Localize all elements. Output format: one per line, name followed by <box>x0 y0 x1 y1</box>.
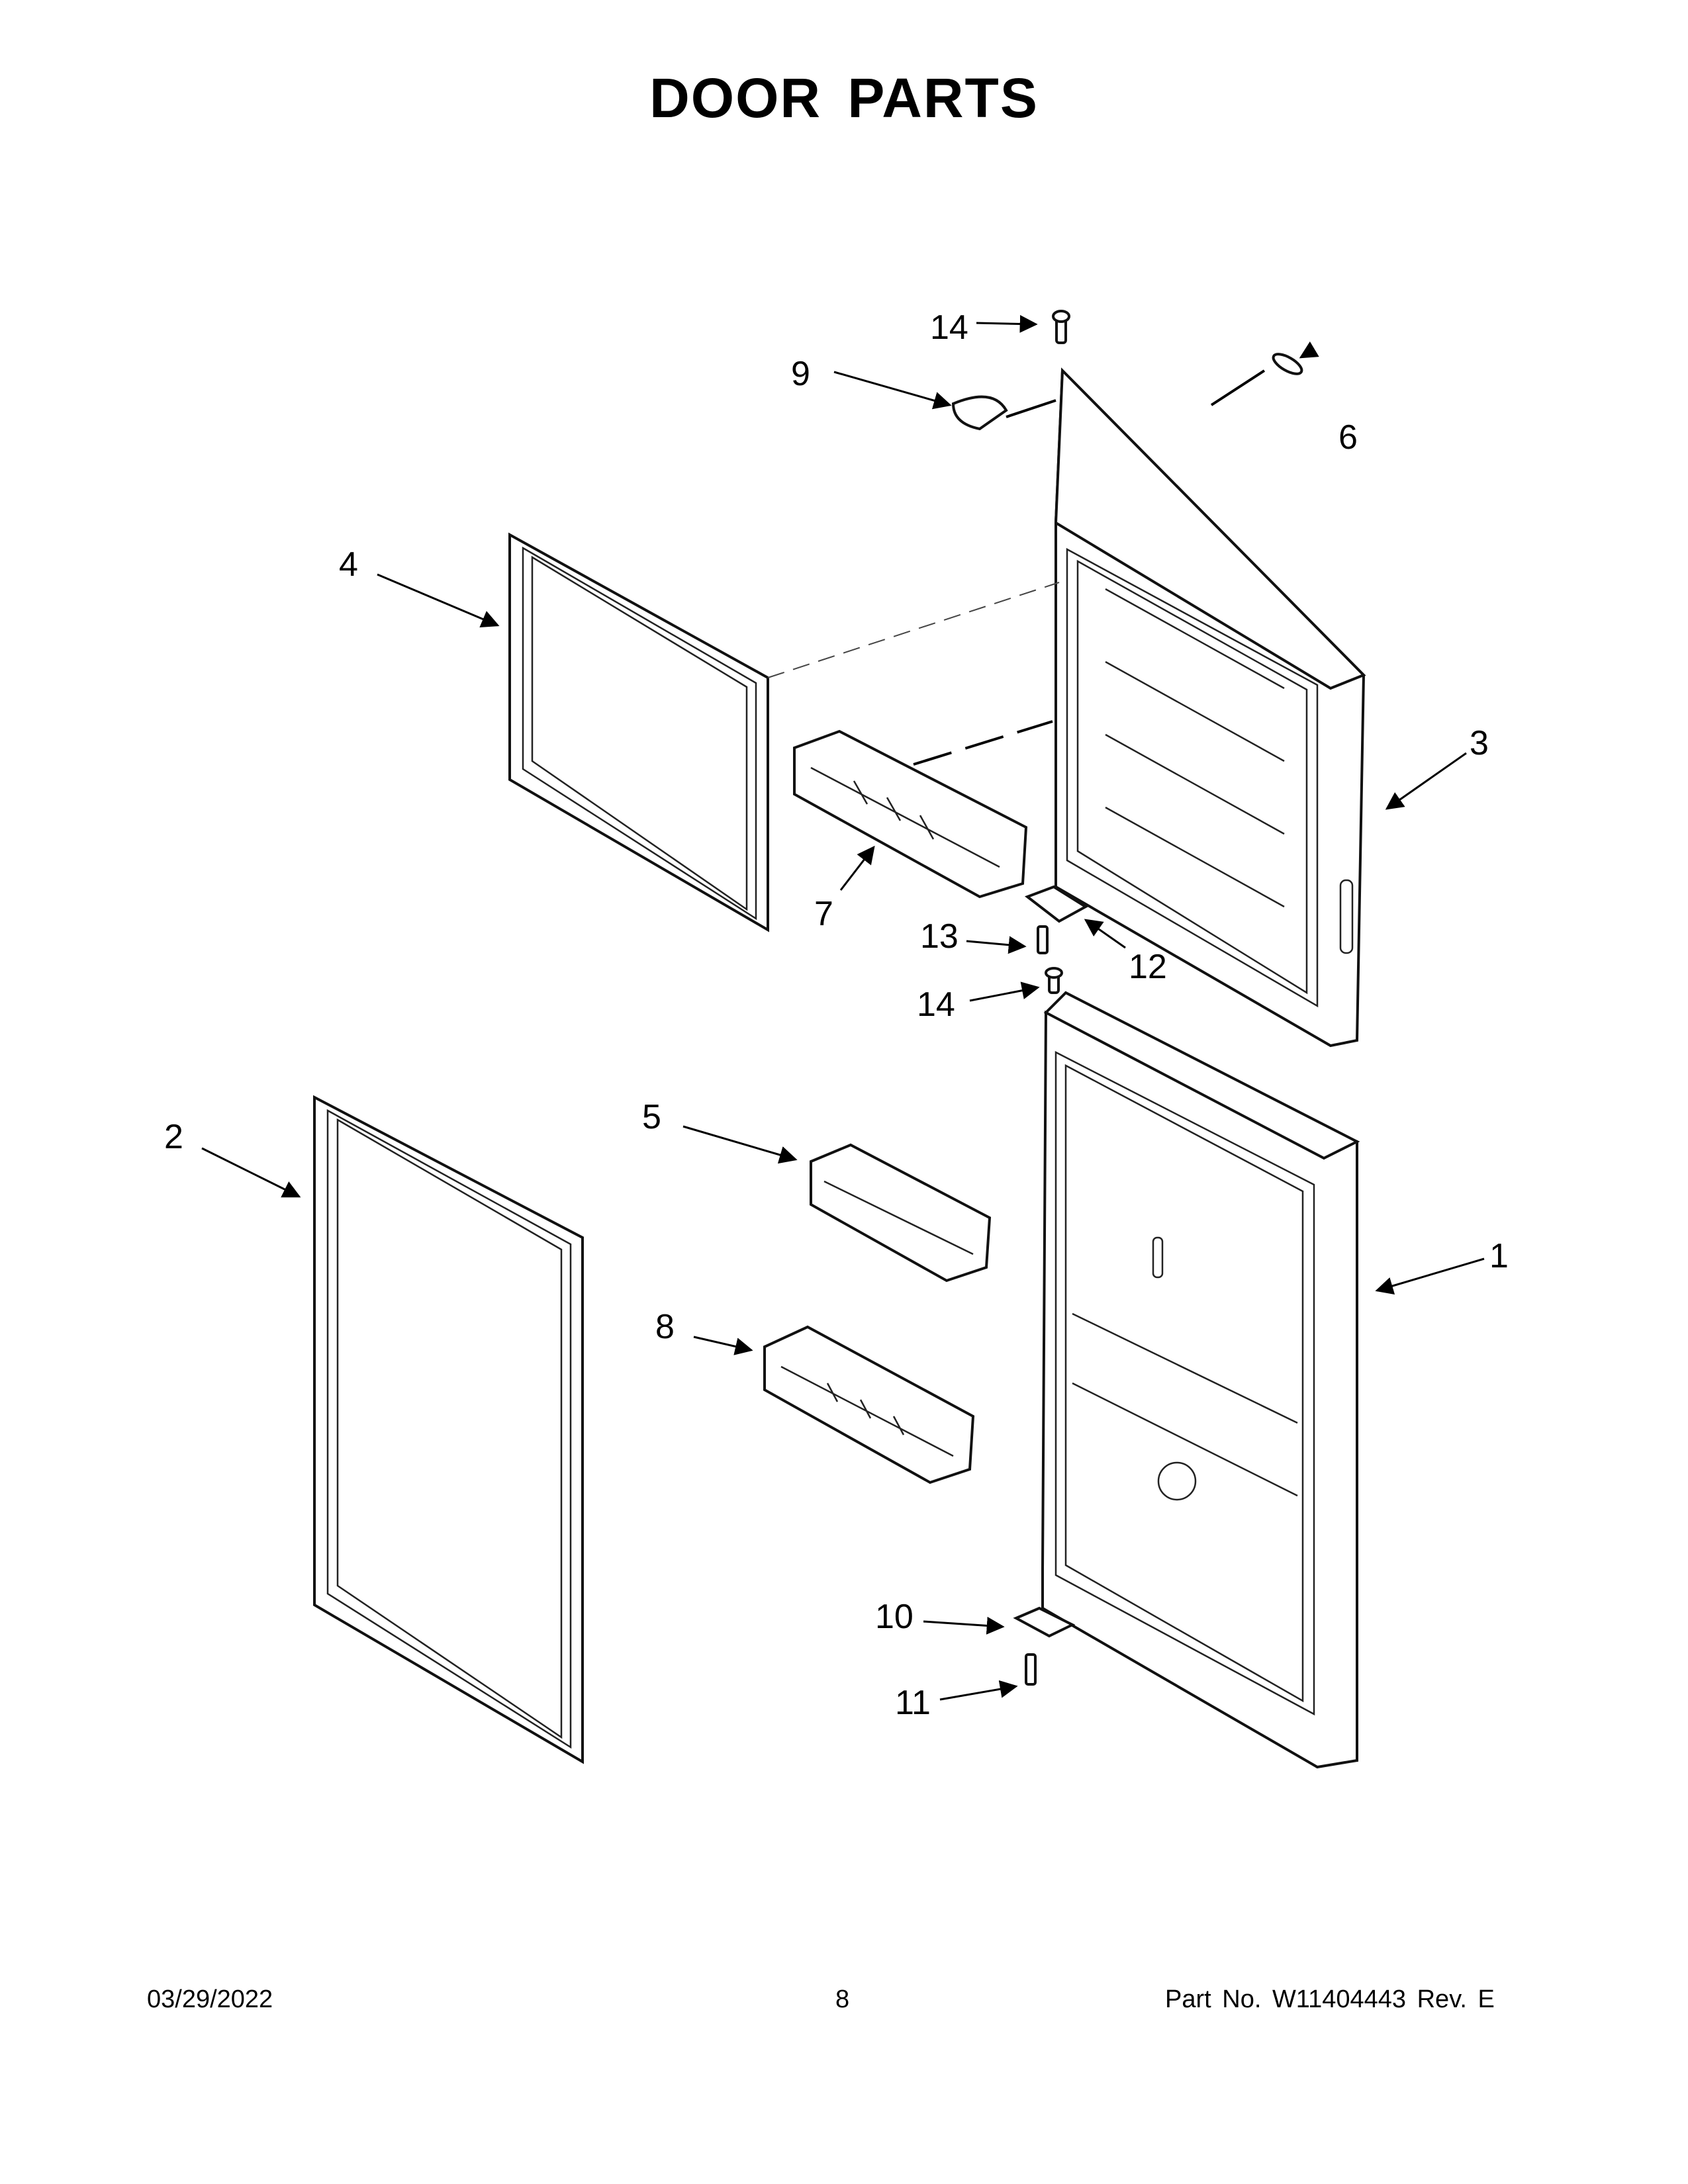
leader-9 <box>833 371 952 410</box>
freezer-door-bin <box>793 729 1028 899</box>
gasket-guide-line <box>767 582 1060 678</box>
leader-8 <box>693 1336 753 1355</box>
callout-13: 13 <box>920 917 959 956</box>
footer-page-number: 8 <box>835 1985 850 2013</box>
hinge-pin-top <box>1052 310 1070 344</box>
freezer-door <box>1054 367 1366 1048</box>
hinge-screw-bottom <box>1025 1653 1037 1686</box>
leader-3 <box>1385 752 1467 810</box>
leader-12 <box>1084 919 1126 949</box>
leader-13 <box>966 936 1027 954</box>
hinge-screw-center <box>1037 925 1049 954</box>
callout-1: 1 <box>1489 1237 1509 1275</box>
callout-2: 2 <box>164 1118 183 1156</box>
door-bin-upper <box>810 1143 992 1283</box>
leader-11 <box>939 1680 1018 1701</box>
fresh-food-door-gasket <box>313 1095 584 1764</box>
door-bin-lower <box>763 1325 975 1484</box>
callout-12: 12 <box>1129 948 1167 986</box>
bottom-hinge <box>1013 1606 1076 1638</box>
footer-date: 03/29/2022 <box>147 1985 273 2013</box>
center-hinge <box>1024 885 1088 923</box>
callout-3: 3 <box>1470 724 1489 762</box>
footer-part-number: Part No. W11404443 Rev. E <box>1165 1985 1495 2013</box>
callout-14b: 14 <box>917 985 955 1024</box>
hinge-pin-center <box>1045 967 1063 994</box>
cap-guide-line <box>1006 399 1056 418</box>
callout-5: 5 <box>642 1098 661 1136</box>
hinge-cap <box>951 395 1008 431</box>
callout-11: 11 <box>895 1684 931 1722</box>
o-ring <box>1272 353 1303 375</box>
leader-14a <box>976 314 1038 333</box>
callout-14a: 14 <box>930 308 968 347</box>
leader-6 <box>1299 341 1319 359</box>
fresh-food-door <box>1041 991 1360 1769</box>
leader-10 <box>923 1616 1005 1635</box>
leader-14b <box>969 981 1040 1002</box>
callout-6: 6 <box>1338 418 1358 457</box>
callout-9: 9 <box>791 355 810 393</box>
callout-10: 10 <box>875 1598 914 1636</box>
leader-5 <box>682 1125 798 1164</box>
leader-2 <box>201 1147 301 1198</box>
bin-guide-line <box>913 720 1053 766</box>
leader-4 <box>377 573 500 627</box>
callout-8: 8 <box>655 1308 675 1346</box>
leader-1 <box>1375 1257 1485 1295</box>
page-title: DOOR PARTS <box>649 67 1039 129</box>
o-ring-guide-line <box>1210 369 1266 406</box>
callout-7: 7 <box>814 895 833 933</box>
callout-4: 4 <box>339 545 358 584</box>
freezer-door-gasket <box>508 532 769 933</box>
leader-7 <box>839 845 875 891</box>
